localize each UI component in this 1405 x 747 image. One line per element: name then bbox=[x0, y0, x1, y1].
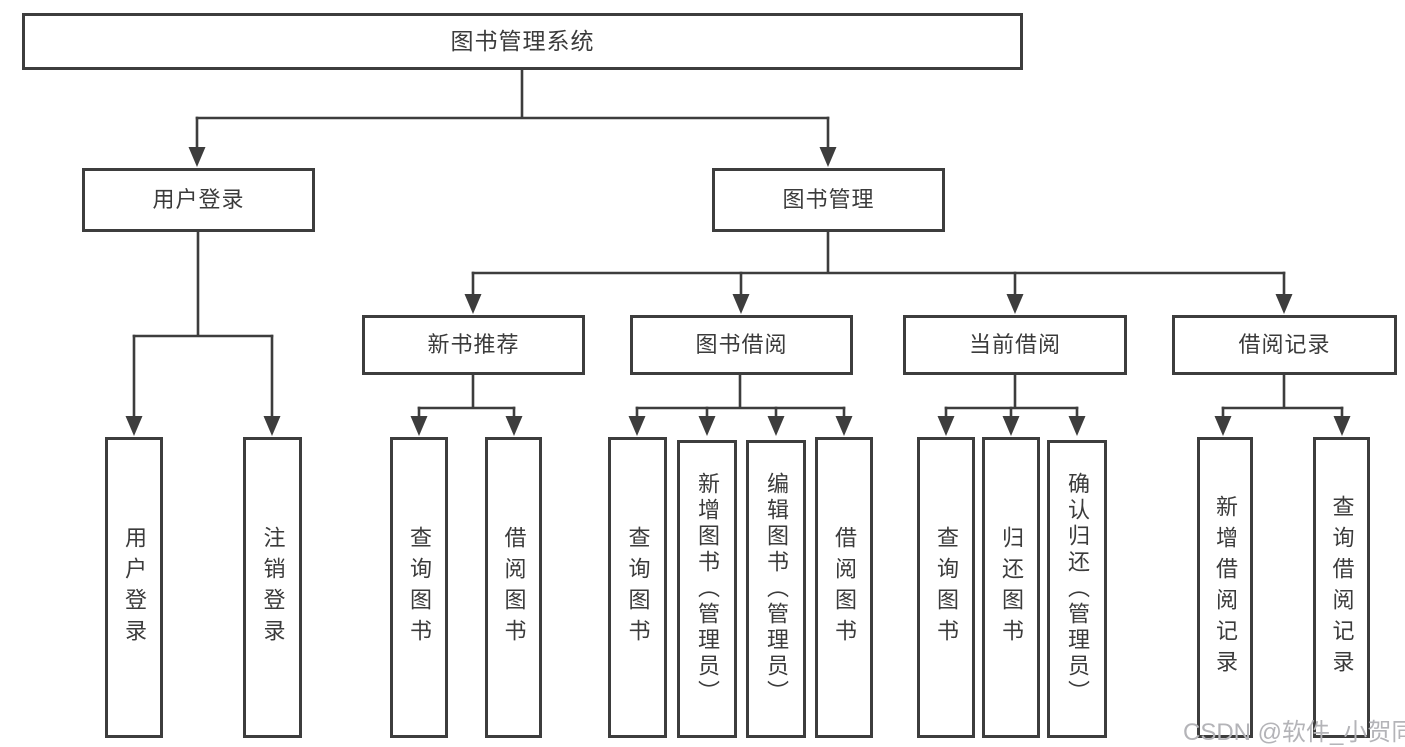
leaf-bb-add-book-admin: 新增图书（管理员） bbox=[677, 440, 737, 738]
leaf-logout: 注销登录 bbox=[243, 437, 302, 738]
leaf-br-query-record: 查询借阅记录 bbox=[1313, 437, 1370, 738]
node-new-book-recommend: 新书推荐 bbox=[362, 315, 585, 375]
leaf-bb-borrow-book: 借阅图书 bbox=[815, 437, 873, 738]
leaf-nbr-query-book: 查询图书 bbox=[390, 437, 448, 738]
leaf-bb-edit-book-admin: 编辑图书（管理员） bbox=[746, 440, 806, 738]
leaf-bb-query-book: 查询图书 bbox=[608, 437, 667, 738]
node-borrowing-records: 借阅记录 bbox=[1172, 315, 1397, 375]
leaf-nbr-borrow-book: 借阅图书 bbox=[485, 437, 542, 738]
leaf-br-add-record: 新增借阅记录 bbox=[1197, 437, 1253, 738]
node-current-borrowing: 当前借阅 bbox=[903, 315, 1127, 375]
csdn-watermark: CSDN @软件_小贺同学 bbox=[1183, 719, 1405, 746]
node-library-management-system: 图书管理系统 bbox=[22, 13, 1023, 70]
leaf-user-login: 用户登录 bbox=[105, 437, 163, 738]
node-book-borrowing: 图书借阅 bbox=[630, 315, 853, 375]
leaf-cb-return-book: 归还图书 bbox=[982, 437, 1040, 738]
node-user-login: 用户登录 bbox=[82, 168, 315, 232]
arrowheads bbox=[125, 147, 1351, 436]
leaf-cb-confirm-return-admin: 确认归还（管理员） bbox=[1047, 440, 1107, 738]
node-book-management: 图书管理 bbox=[712, 168, 945, 232]
leaf-cb-query-book: 查询图书 bbox=[917, 437, 975, 738]
